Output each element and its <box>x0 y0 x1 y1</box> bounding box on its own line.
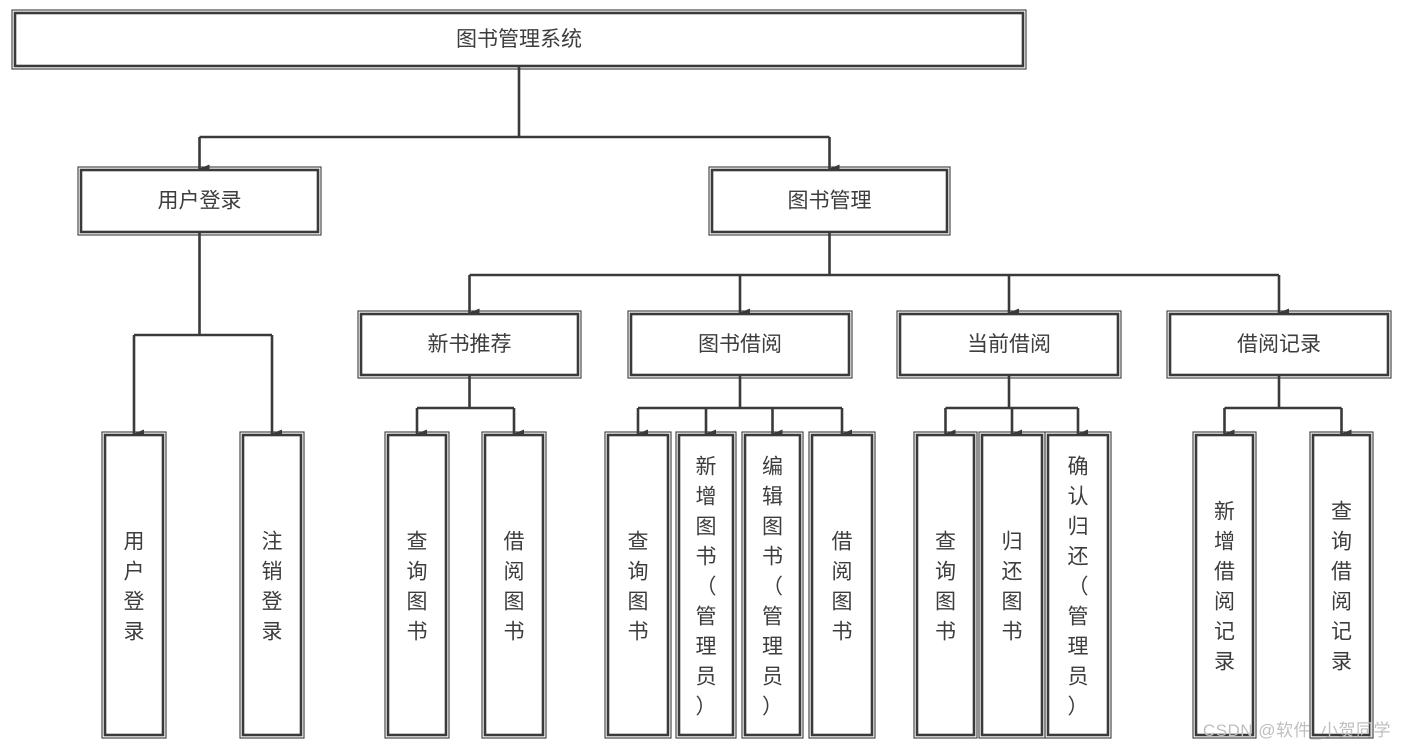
node-box[interactable] <box>79 168 320 234</box>
node-label: 查询图书 <box>628 530 649 643</box>
node-outline <box>101 431 167 739</box>
node-outline <box>913 431 978 739</box>
node-label: 注销登录 <box>262 530 283 643</box>
node-n-book-mgmt[interactable]: 图书管理 <box>708 166 951 236</box>
node-box[interactable] <box>483 433 545 737</box>
node-box[interactable] <box>810 433 874 737</box>
node-box[interactable] <box>898 312 1120 377</box>
node-l-edit-book[interactable]: 编辑图书（管理员） <box>741 431 804 739</box>
node-outline <box>808 431 876 739</box>
node-l-query-book-1[interactable]: 查询图书 <box>384 431 450 739</box>
node-label: 新增借阅记录 <box>1214 500 1235 673</box>
node-l-user-login[interactable]: 用户登录 <box>101 431 167 739</box>
diagram-nodes: 图书管理系统用户登录图书管理新书推荐图书借阅当前借阅借阅记录用户登录注销登录查询… <box>11 9 1392 739</box>
node-box[interactable] <box>103 433 165 737</box>
node-box[interactable] <box>606 433 670 737</box>
node-label: 借阅图书 <box>504 530 525 643</box>
node-root[interactable]: 图书管理系统 <box>11 9 1027 70</box>
node-n-borrow[interactable]: 图书借阅 <box>627 310 853 379</box>
connector-links <box>132 66 1352 439</box>
node-outline <box>675 431 737 739</box>
node-l-return-book[interactable]: 归还图书 <box>978 431 1046 739</box>
node-label: 用户登录 <box>124 530 145 643</box>
node-outline <box>1309 431 1374 739</box>
node-label: 查询图书 <box>407 530 428 643</box>
node-outline <box>1192 431 1257 739</box>
node-l-add-book[interactable]: 新增图书（管理员） <box>675 431 737 739</box>
node-box[interactable] <box>13 11 1025 68</box>
node-label: 编辑图书（管理员） <box>762 455 783 718</box>
node-label: 借阅记录 <box>1237 333 1321 356</box>
node-outline <box>708 166 951 236</box>
node-box[interactable] <box>629 312 851 377</box>
node-label: 借阅图书 <box>832 530 853 643</box>
node-n-user-login[interactable]: 用户登录 <box>77 166 322 236</box>
node-outline <box>627 310 853 379</box>
node-l-confirm-return[interactable]: 确认归还（管理员） <box>1044 431 1112 739</box>
node-label: 图书管理 <box>788 190 872 213</box>
node-l-query-book-3[interactable]: 查询图书 <box>913 431 978 739</box>
node-label: 查询图书 <box>935 530 956 643</box>
node-n-new-book[interactable]: 新书推荐 <box>357 310 582 379</box>
node-box[interactable] <box>1194 433 1255 737</box>
node-label: 用户登录 <box>158 190 242 213</box>
node-box[interactable] <box>743 433 802 737</box>
node-n-current[interactable]: 当前借阅 <box>896 310 1122 379</box>
node-label: 新书推荐 <box>428 333 512 356</box>
node-outline <box>604 431 672 739</box>
node-box[interactable] <box>677 433 735 737</box>
node-outline <box>11 9 1027 70</box>
node-label: 确认归还（管理员） <box>1068 455 1089 718</box>
node-box[interactable] <box>915 433 976 737</box>
node-box[interactable] <box>241 433 303 737</box>
node-box[interactable] <box>386 433 448 737</box>
node-box[interactable] <box>1311 433 1372 737</box>
node-label: 查询借阅记录 <box>1331 500 1352 673</box>
node-outline <box>481 431 547 739</box>
node-l-query-book-2[interactable]: 查询图书 <box>604 431 672 739</box>
node-outline <box>741 431 804 739</box>
node-outline <box>1166 310 1392 379</box>
node-box[interactable] <box>980 433 1044 737</box>
node-n-record[interactable]: 借阅记录 <box>1166 310 1392 379</box>
node-l-query-record[interactable]: 查询借阅记录 <box>1309 431 1374 739</box>
node-box[interactable] <box>1168 312 1390 377</box>
node-label: 图书借阅 <box>698 333 782 356</box>
node-l-logout[interactable]: 注销登录 <box>239 431 305 739</box>
node-outline <box>239 431 305 739</box>
node-l-borrow-book-2[interactable]: 借阅图书 <box>808 431 876 739</box>
node-outline <box>77 166 322 236</box>
node-box[interactable] <box>1046 433 1110 737</box>
node-outline <box>357 310 582 379</box>
node-label: 归还图书 <box>1002 530 1023 643</box>
node-label: 新增图书（管理员） <box>696 455 717 718</box>
node-l-borrow-book-1[interactable]: 借阅图书 <box>481 431 547 739</box>
node-box[interactable] <box>710 168 949 234</box>
node-label: 图书管理系统 <box>456 28 582 51</box>
node-outline <box>384 431 450 739</box>
node-box[interactable] <box>359 312 580 377</box>
node-l-add-record[interactable]: 新增借阅记录 <box>1192 431 1257 739</box>
node-label: 当前借阅 <box>967 333 1051 356</box>
node-outline <box>1044 431 1112 739</box>
node-outline <box>896 310 1122 379</box>
